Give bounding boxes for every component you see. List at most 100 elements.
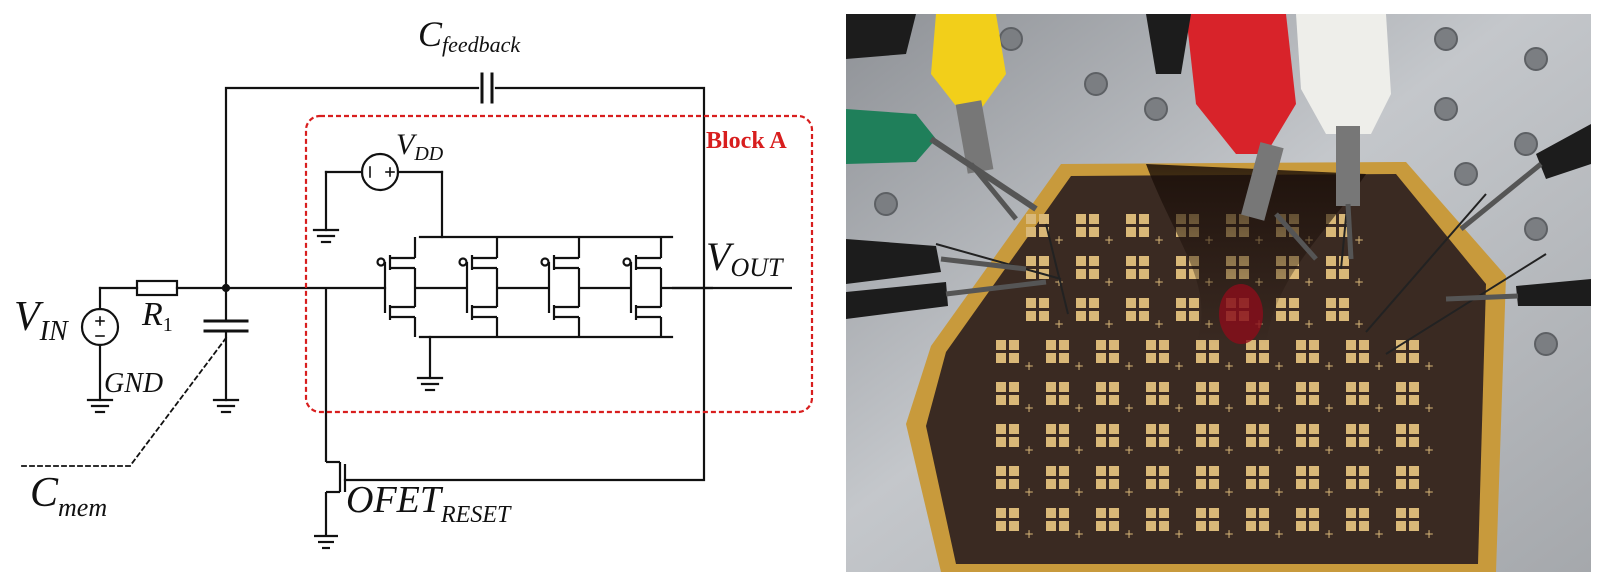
plate-hole — [1534, 332, 1558, 356]
probe-clip-black-left — [846, 239, 1047, 319]
device-cell: + — [1246, 340, 1284, 373]
device-cell: + — [1146, 424, 1184, 457]
device-cell: + — [1126, 298, 1164, 331]
label-vdd: VDD — [396, 128, 444, 165]
device-cell: + — [1126, 256, 1164, 289]
svg-text:+: + — [1224, 359, 1234, 373]
svg-text:+: + — [1024, 359, 1034, 373]
device-cell: + — [1296, 508, 1334, 541]
svg-text:+: + — [1374, 485, 1384, 499]
svg-text:+: + — [1104, 317, 1114, 331]
plate-hole — [1434, 97, 1458, 121]
device-cell: + — [1396, 382, 1434, 415]
device-cell: + — [1326, 256, 1364, 289]
device-cell: + — [1296, 340, 1334, 373]
device-cell: + — [996, 424, 1034, 457]
svg-text:+: + — [1224, 527, 1234, 541]
device-cell: + — [1276, 298, 1314, 331]
ground-symbol-vdd — [312, 228, 340, 244]
svg-text:+: + — [1324, 485, 1334, 499]
svg-text:+: + — [1224, 401, 1234, 415]
plate-hole — [1514, 132, 1538, 156]
svg-text:+: + — [1154, 317, 1164, 331]
svg-text:+: + — [1124, 485, 1134, 499]
device-cell: + — [1046, 382, 1084, 415]
label-block-a: Block A — [706, 128, 787, 154]
device-cell: + — [1076, 214, 1114, 247]
device-cell: + — [1396, 466, 1434, 499]
gold-pad-array: + + + + + + + + + + + + + + + + + + + + + + + + + + + + + + + + + + + + + + + +… — [996, 214, 1434, 541]
svg-text:+: + — [1324, 527, 1334, 541]
device-cell: + — [1296, 382, 1334, 415]
cmem-pointer-line — [21, 336, 228, 467]
device-cell: + — [1146, 508, 1184, 541]
vdd-source — [324, 152, 444, 239]
device-cell: + — [996, 508, 1034, 541]
device-cell: + — [1146, 466, 1184, 499]
plate-hole — [999, 27, 1023, 51]
svg-text:+: + — [1374, 401, 1384, 415]
svg-text:+: + — [1354, 275, 1364, 289]
plate-hole — [1524, 217, 1548, 241]
device-cell: + — [1046, 508, 1084, 541]
probe-clip-white — [1296, 14, 1391, 260]
svg-text:+: + — [1054, 233, 1064, 247]
device-cell: + — [996, 382, 1034, 415]
device-cell: + — [1146, 340, 1184, 373]
capacitor-cmem — [203, 319, 249, 414]
probe-clip-red — [1186, 14, 1318, 261]
svg-text:+: + — [1374, 527, 1384, 541]
device-cell: + — [1396, 424, 1434, 457]
device-cell: + — [1096, 382, 1134, 415]
inverter-chain — [376, 237, 713, 337]
device-cell: + — [996, 466, 1034, 499]
svg-text:+: + — [1174, 401, 1184, 415]
plate-hole — [1434, 27, 1458, 51]
capacitor-cfeedback — [480, 72, 494, 104]
inverter-stage — [376, 237, 467, 337]
device-cell: + — [1246, 382, 1284, 415]
svg-text:+: + — [1424, 443, 1434, 457]
device-cell: + — [1346, 508, 1384, 541]
svg-text:+: + — [1024, 485, 1034, 499]
svg-text:+: + — [1324, 401, 1334, 415]
plate-hole — [1524, 47, 1548, 71]
plate-hole — [1144, 97, 1168, 121]
device-cell: + — [1026, 298, 1064, 331]
device-cell: + — [1346, 340, 1384, 373]
svg-text:+: + — [1054, 317, 1064, 331]
device-cell: + — [1096, 508, 1134, 541]
device-cell: + — [1046, 466, 1084, 499]
device-cell: + — [1326, 298, 1364, 331]
svg-text:+: + — [1324, 359, 1334, 373]
device-cell: + — [1026, 214, 1064, 247]
svg-text:+: + — [1074, 443, 1084, 457]
label-cmem: Cmem — [30, 470, 107, 522]
device-cell: + — [1096, 340, 1134, 373]
svg-text:+: + — [1224, 485, 1234, 499]
dark-stain — [1146, 164, 1366, 344]
svg-text:+: + — [1274, 485, 1284, 499]
device-cell: + — [1296, 466, 1334, 499]
svg-text:+: + — [1424, 359, 1434, 373]
svg-text:+: + — [1224, 443, 1234, 457]
device-cell: + — [1196, 466, 1234, 499]
device-cell: + — [1196, 382, 1234, 415]
device-cell: + — [1196, 508, 1234, 541]
ofet-reset-transistor — [314, 288, 347, 550]
label-vout: VOUT — [706, 234, 784, 282]
device-cell: + — [996, 340, 1034, 373]
svg-text:+: + — [1074, 401, 1084, 415]
probe-clip-black-top — [846, 14, 1191, 74]
probe-clip-yellow — [931, 14, 1018, 221]
svg-text:+: + — [1154, 275, 1164, 289]
svg-text:+: + — [1074, 527, 1084, 541]
ground-symbol-inverters — [416, 376, 444, 392]
probe-clip-black-right — [1445, 124, 1591, 306]
svg-text:+: + — [1104, 275, 1114, 289]
device-cell: + — [1246, 424, 1284, 457]
svg-text:+: + — [1054, 275, 1064, 289]
svg-text:+: + — [1304, 275, 1314, 289]
svg-text:+: + — [1274, 443, 1284, 457]
svg-text:+: + — [1424, 485, 1434, 499]
